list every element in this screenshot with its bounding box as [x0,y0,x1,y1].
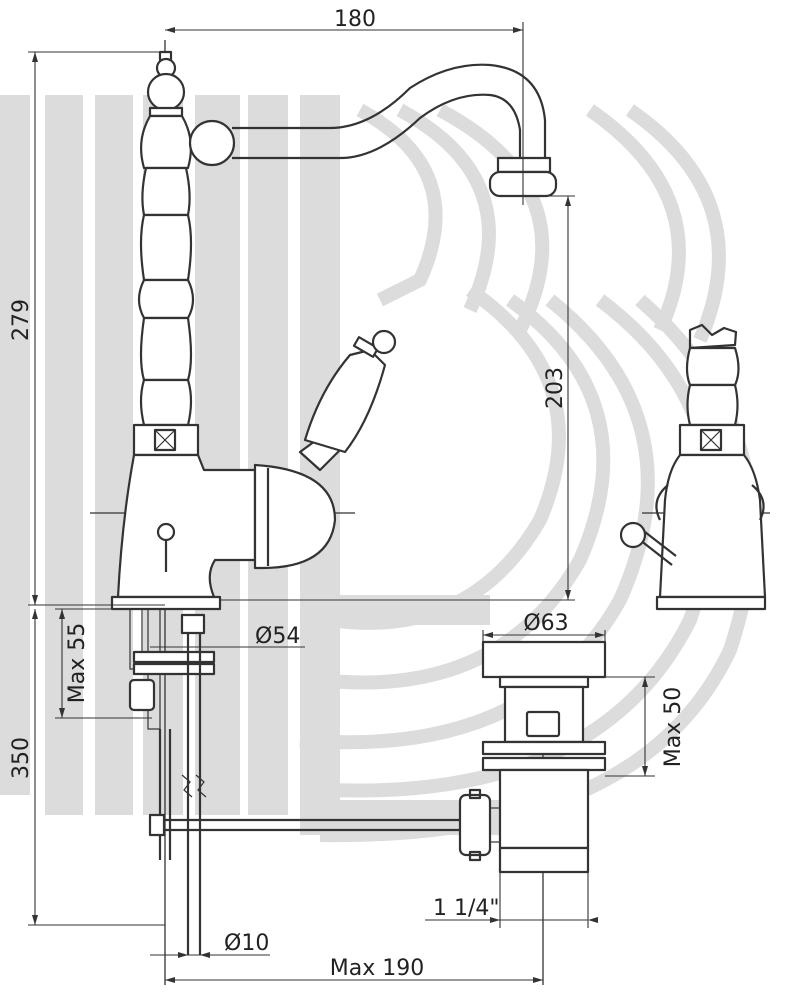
dim-label-base-diameter: Ø54 [255,624,300,649]
watermark-logo [0,95,759,843]
dim-label-waste-flange-diameter: Ø63 [523,611,568,636]
dim-label-max-waste-height: Max 50 [661,687,686,767]
dim-label-tail-length: 350 [9,737,34,779]
dimension-labels: 180 279 203 Max 55 350 Ø54 Ø63 Max 50 1 … [9,7,686,981]
dim-label-max-rod-reach: Max 190 [330,956,424,981]
dim-label-spout-height: 203 [543,367,568,409]
popup-waste [458,640,607,874]
under-deck-assembly [128,608,460,955]
side-view [619,323,767,611]
dim-label-rod-diameter: Ø10 [224,931,269,956]
dim-label-waste-thread: 1 1/4" [433,896,500,921]
dimension-lines [28,22,655,983]
faucet-body [110,50,397,611]
dim-label-spout-reach: 180 [334,7,376,32]
dim-label-overall-height: 279 [9,299,34,341]
dim-label-max-deck-thickness: Max 55 [65,623,90,703]
